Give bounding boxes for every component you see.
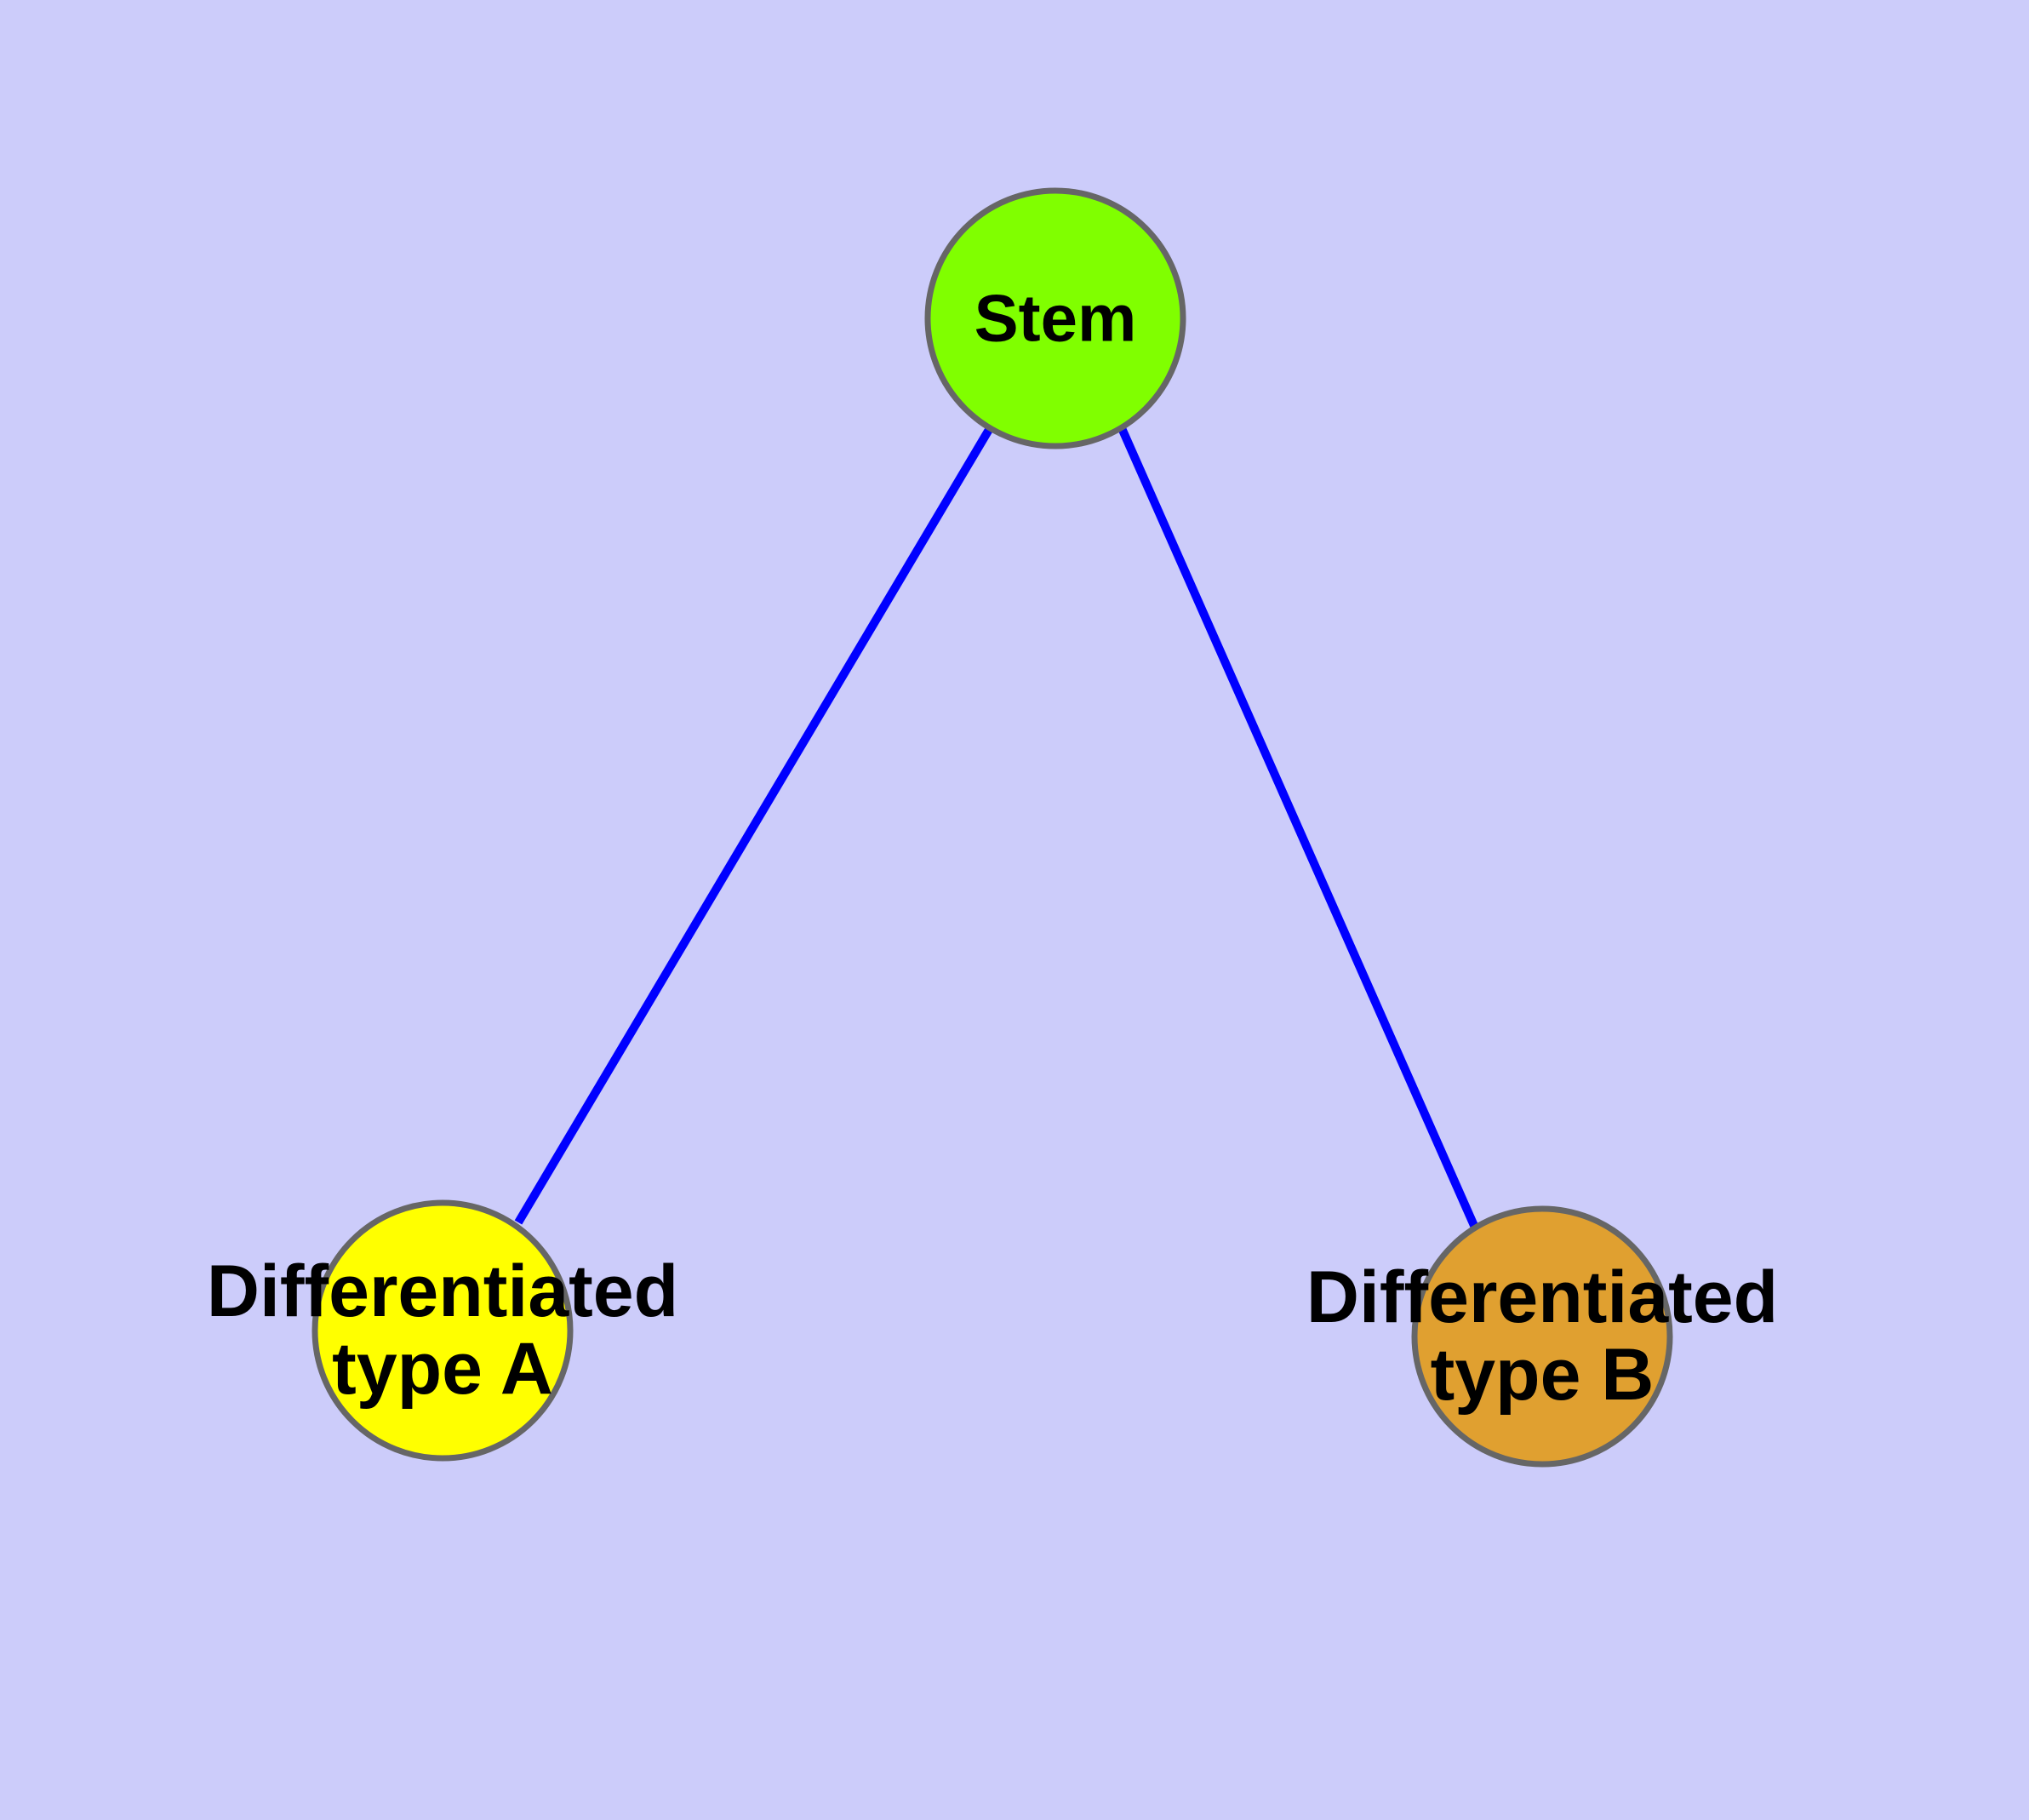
- edge-stem-diff-a[interactable]: [514, 426, 994, 1225]
- edge-stem-diff-b[interactable]: [1117, 426, 1479, 1230]
- node-circle-diff_b[interactable]: [1411, 1205, 1673, 1468]
- edges-layer: [514, 426, 1479, 1230]
- node-circle-stem[interactable]: [924, 187, 1186, 449]
- nodes-layer: [311, 187, 1673, 1468]
- node-circle-diff_a[interactable]: [311, 1199, 574, 1462]
